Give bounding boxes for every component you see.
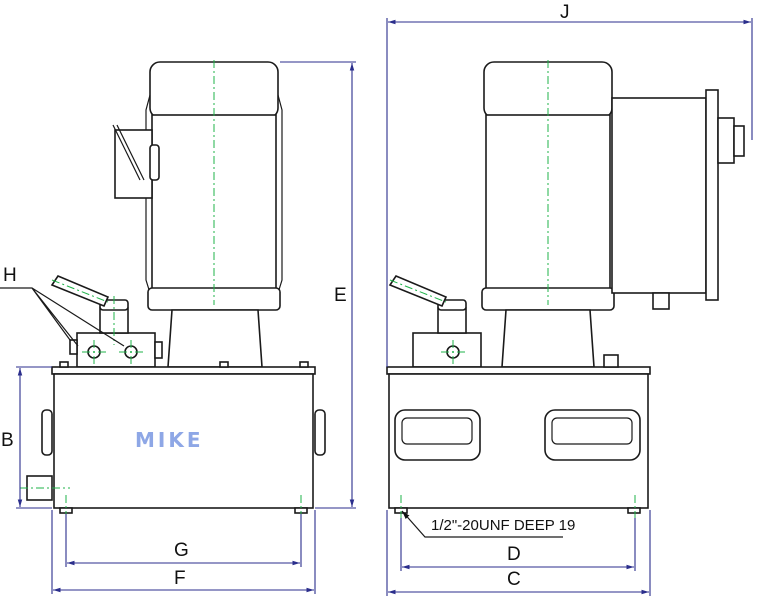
side-view [386, 60, 745, 518]
thread-note-text: 1/2"-20UNF DEEP 19 [431, 517, 575, 534]
dimension-c: C [386, 510, 651, 596]
dimension-f: F [51, 510, 316, 594]
dimension-g: G [65, 514, 302, 567]
oil-tank-side [386, 354, 651, 514]
label-c: C [507, 569, 521, 590]
motor-side [481, 61, 615, 368]
watermark: MIKE [135, 428, 204, 452]
control-valve [50, 275, 163, 368]
dimension-b: B [1, 366, 52, 509]
centerline-side [400, 60, 636, 518]
label-b: B [1, 430, 14, 451]
label-e: E [334, 285, 347, 306]
oil-tank [20, 361, 326, 520]
dimension-d: D [400, 518, 636, 571]
thread-note: 1/2"-20UNF DEEP 19 [401, 510, 575, 538]
label-d: D [507, 544, 521, 565]
motor [145, 61, 283, 368]
label-g: G [174, 540, 189, 561]
label-h: H [3, 265, 17, 286]
label-j: J [560, 2, 570, 23]
label-f: F [174, 568, 186, 589]
callout-h: H [0, 265, 125, 347]
front-view: MIKE H [0, 60, 326, 520]
dimension-j: J [386, 2, 753, 367]
junction-box [112, 124, 160, 199]
control-valve-side [388, 275, 482, 368]
electrical-box [611, 89, 745, 310]
dimension-e: E [280, 61, 356, 509]
